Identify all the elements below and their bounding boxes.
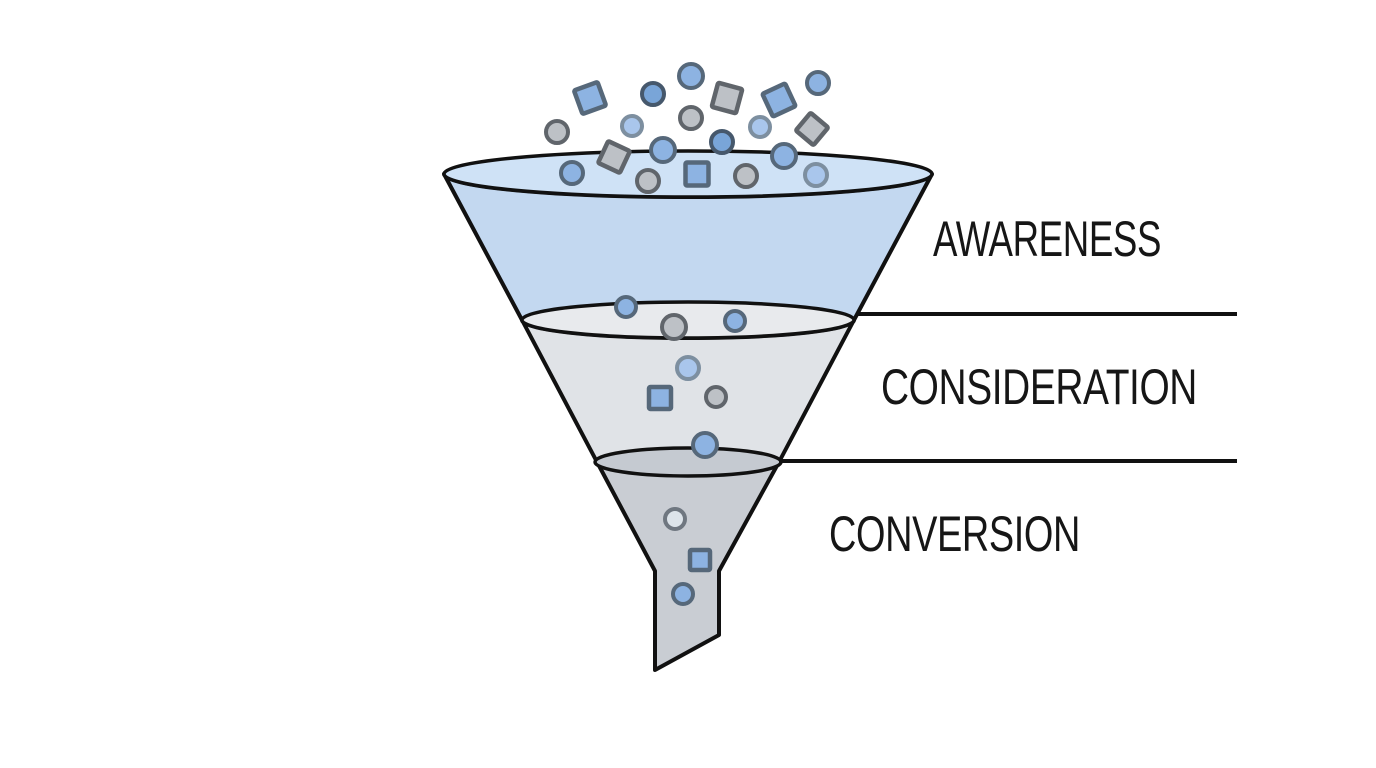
particle-circle bbox=[559, 160, 585, 186]
particle-square bbox=[709, 80, 745, 116]
particle-circle bbox=[544, 119, 570, 145]
particle-square bbox=[760, 81, 798, 119]
stage-label-consideration: CONSIDERATION bbox=[881, 359, 1197, 415]
particle-circle bbox=[678, 105, 704, 131]
particle-circle bbox=[677, 62, 705, 90]
particle-circle bbox=[723, 309, 747, 333]
funnel-rim-consideration bbox=[520, 300, 856, 340]
particle-circle bbox=[635, 168, 661, 194]
particle-circle bbox=[620, 114, 644, 138]
particle-square bbox=[683, 160, 711, 188]
particle-circle bbox=[709, 129, 735, 155]
funnel-rim-conversion bbox=[593, 446, 783, 478]
stage-label-awareness: AWARENESS bbox=[933, 211, 1161, 267]
particle-circle bbox=[748, 115, 772, 139]
particle-circle bbox=[614, 295, 638, 319]
particle-square bbox=[646, 384, 674, 412]
particle-circle bbox=[704, 385, 728, 409]
particle-circle bbox=[649, 136, 677, 164]
particle-circle bbox=[660, 313, 688, 341]
particle-square bbox=[687, 547, 713, 573]
particle-circle bbox=[691, 431, 719, 459]
particle-circle bbox=[675, 355, 701, 381]
particle-circle bbox=[733, 163, 759, 189]
particle-circle bbox=[640, 81, 666, 107]
particles-layer bbox=[544, 62, 831, 606]
particle-circle bbox=[803, 162, 829, 188]
particle-circle bbox=[663, 507, 687, 531]
stage-label-conversion: CONVERSION bbox=[829, 506, 1080, 562]
particle-circle bbox=[805, 70, 831, 96]
particle-circle bbox=[770, 142, 798, 170]
particle-circle bbox=[671, 582, 695, 606]
particle-square bbox=[596, 139, 632, 175]
particle-square bbox=[572, 80, 608, 116]
particle-square bbox=[794, 111, 830, 147]
